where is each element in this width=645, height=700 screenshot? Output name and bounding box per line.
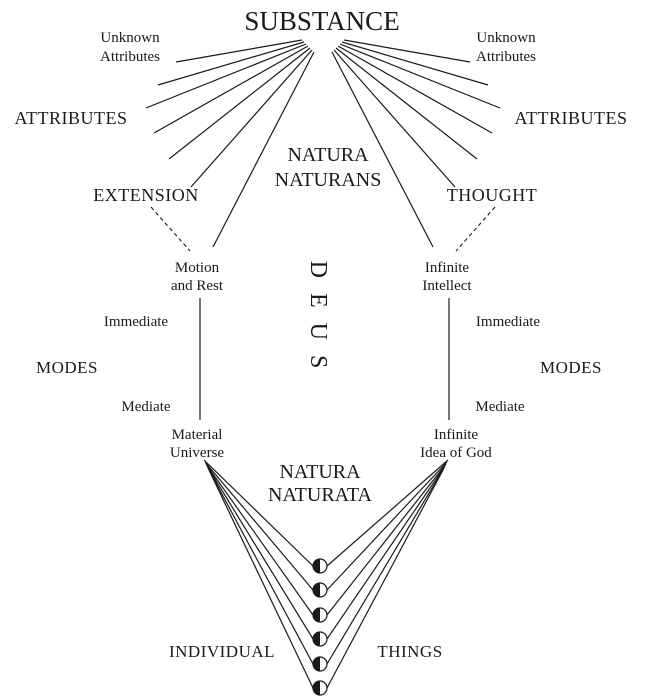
thing-line-right bbox=[326, 469, 444, 689]
natura-naturans-label-line1: NATURA bbox=[287, 144, 369, 166]
mediate-right-label: Mediate bbox=[475, 399, 524, 415]
motion-and-rest-label-line2: and Rest bbox=[171, 278, 224, 294]
infinite-idea-of-god-label-line1: Infinite bbox=[434, 427, 478, 443]
fan-line-right bbox=[333, 49, 456, 188]
unknown-attributes-right-label-line2: Attributes bbox=[476, 49, 536, 65]
fan-line-left bbox=[168, 47, 311, 160]
thing-circle-half bbox=[313, 657, 320, 671]
modes-right-label: MODES bbox=[540, 358, 602, 377]
individual-thing-marker bbox=[312, 656, 328, 672]
diagram-labels: SUBSTANCE Unknown Attributes Unknown Att… bbox=[15, 6, 628, 661]
thing-line-left bbox=[208, 469, 314, 689]
individual-thing-marker bbox=[312, 558, 328, 574]
fan-line-right bbox=[343, 39, 471, 63]
thought-label: THOUGHT bbox=[447, 185, 538, 205]
things-label: THINGS bbox=[377, 642, 442, 661]
fan-line-right-long bbox=[331, 51, 434, 248]
fan-line-left-long bbox=[212, 51, 315, 248]
fan-line-right bbox=[335, 47, 478, 160]
thing-circle-half bbox=[313, 632, 320, 646]
fan-line-left bbox=[175, 39, 303, 63]
modes-left-label: MODES bbox=[36, 358, 98, 377]
mediate-left-label: Mediate bbox=[121, 399, 170, 415]
natura-naturata-label-line2: NATURATA bbox=[268, 484, 373, 506]
infinite-intellect-label-line2: Intellect bbox=[422, 278, 472, 294]
individual-things-markers bbox=[312, 558, 328, 696]
thing-circle-half bbox=[313, 608, 320, 622]
thing-circle-half bbox=[313, 681, 320, 695]
fan-line-left bbox=[190, 49, 313, 188]
thing-circle-half bbox=[313, 583, 320, 597]
individual-thing-marker bbox=[312, 607, 328, 623]
fan-line-right bbox=[341, 41, 489, 86]
fan-line-left bbox=[153, 45, 309, 134]
substance-label: SUBSTANCE bbox=[244, 6, 399, 36]
fan-line-left bbox=[145, 43, 307, 109]
extension-label: EXTENSION bbox=[93, 185, 199, 205]
dashed-link-extension-motion bbox=[150, 206, 191, 252]
deus-label: DEUS bbox=[305, 261, 331, 384]
attributes-left-label: ATTRIBUTES bbox=[15, 108, 128, 128]
fan-line-right bbox=[339, 43, 501, 109]
thing-line-right bbox=[326, 467, 445, 665]
attributes-right-label: ATTRIBUTES bbox=[515, 108, 628, 128]
unknown-attributes-right-label-line1: Unknown bbox=[476, 30, 536, 46]
fan-line-left bbox=[157, 41, 305, 86]
thing-line-right bbox=[326, 465, 446, 640]
individual-thing-marker bbox=[312, 680, 328, 696]
individual-thing-marker bbox=[312, 631, 328, 647]
natura-naturans-label-line2: NATURANS bbox=[275, 169, 382, 191]
thing-line-left bbox=[205, 463, 314, 616]
thing-line-left bbox=[206, 465, 314, 640]
natura-naturata-label-line1: NATURA bbox=[279, 461, 361, 483]
thing-circle-half bbox=[313, 559, 320, 573]
individual-label: INDIVIDUAL bbox=[169, 642, 275, 661]
material-universe-label-line2: Universe bbox=[170, 445, 224, 461]
thing-line-right bbox=[326, 461, 448, 591]
dashed-link-thought-intellect bbox=[455, 206, 496, 252]
fan-line-right bbox=[337, 45, 493, 134]
unknown-attributes-left-label-line2: Attributes bbox=[100, 49, 160, 65]
unknown-attributes-left-label-line1: Unknown bbox=[100, 30, 160, 46]
individual-thing-marker bbox=[312, 582, 328, 598]
thing-line-right bbox=[326, 459, 449, 567]
thing-line-left bbox=[207, 467, 314, 665]
thing-line-left bbox=[203, 459, 314, 567]
diagram-lines bbox=[145, 39, 501, 689]
immediate-right-label: Immediate bbox=[476, 314, 540, 330]
infinite-intellect-label-line1: Infinite bbox=[425, 260, 469, 276]
motion-and-rest-label-line1: Motion bbox=[175, 260, 220, 276]
immediate-left-label: Immediate bbox=[104, 314, 168, 330]
infinite-idea-of-god-label-line2: Idea of God bbox=[420, 445, 492, 461]
thing-line-right bbox=[326, 463, 447, 616]
thing-line-left bbox=[204, 461, 314, 591]
material-universe-label-line1: Material bbox=[172, 427, 223, 443]
